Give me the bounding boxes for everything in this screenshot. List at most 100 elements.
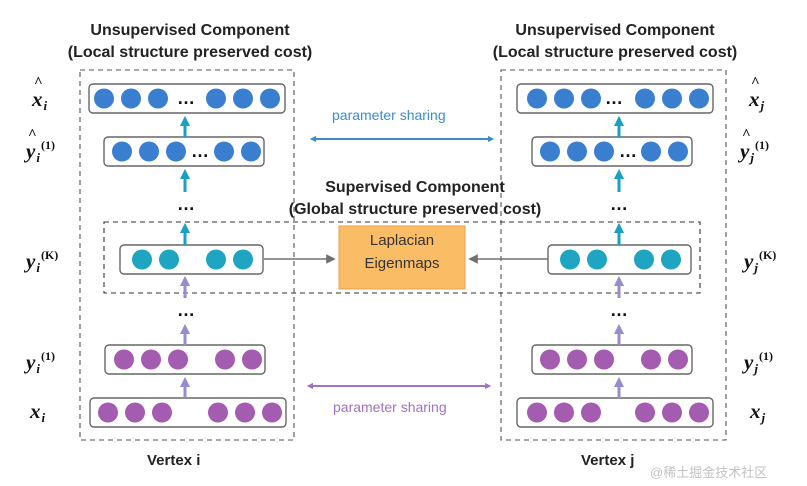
left-yhat1-node-5 (241, 141, 261, 162)
right-xhat-node-3 (581, 88, 601, 109)
right-x-node-4 (635, 402, 655, 423)
right-y1-node-2 (567, 349, 587, 370)
supervised-subtitle: (Global structure preserved cost) (288, 201, 542, 218)
right-x-node-5 (662, 402, 682, 423)
laplacian-box (338, 225, 466, 290)
right-xhat-label: xj (749, 75, 765, 114)
right-title: Unsupervised Component (515, 22, 715, 39)
top-sharing-label: parameter sharing (332, 107, 446, 123)
left-y1-label: yi(1) (26, 349, 55, 377)
left-xhat-label: xi (32, 75, 48, 114)
right-x-node-2 (554, 402, 574, 423)
left-upper-gap-ellipsis: … (177, 194, 195, 214)
left-xhat-node-1 (94, 88, 114, 109)
left-title: Unsupervised Component (90, 22, 290, 39)
right-xhat-ellipsis: … (605, 88, 623, 108)
right-yK-node-1 (560, 249, 580, 270)
laplacian-label: Laplacian Eigenmaps (339, 229, 465, 275)
left-x-node-2 (125, 402, 145, 423)
right-subtitle: (Local structure preserved cost) (492, 44, 738, 61)
left-x-node-1 (98, 402, 118, 423)
right-x-symbol: x (750, 399, 761, 423)
right-xhat-node-2 (554, 88, 574, 109)
left-y1-node-3 (168, 349, 188, 370)
left-xhat-ellipsis: … (177, 88, 195, 108)
right-y1-label: yj(1) (744, 349, 773, 377)
right-xhat-node-4 (635, 88, 655, 109)
left-x-node-6 (262, 402, 282, 423)
left-xhat-layer (88, 83, 286, 114)
left-yK-layer (119, 244, 264, 275)
right-xhat-node-1 (527, 88, 547, 109)
left-yK-node-2 (159, 249, 179, 270)
left-subtitle: (Local structure preserved cost) (67, 44, 313, 61)
left-y1-sup: (1) (40, 349, 55, 363)
supervised-band (103, 221, 701, 294)
right-x-label: xj (750, 399, 765, 426)
left-yhat1-node-4 (214, 141, 234, 162)
left-y1-sub: i (36, 361, 40, 376)
left-xhat-node-3 (148, 88, 168, 109)
right-y1-node-3 (594, 349, 614, 370)
right-x-sub: j (761, 410, 766, 425)
left-x-node-5 (235, 402, 255, 423)
left-x-label: xi (30, 399, 45, 426)
right-yhat-sub: j (750, 150, 754, 165)
right-yK-symbol: y (744, 249, 754, 273)
supervised-title: Supervised Component (325, 179, 505, 196)
right-y1-node-1 (540, 349, 560, 370)
right-x-node-3 (581, 402, 601, 423)
right-yK-sub: j (754, 260, 758, 275)
left-x-node-3 (152, 402, 172, 423)
right-xhat-symbol: x (749, 75, 760, 112)
right-yK-sup: (K) (758, 248, 777, 262)
supervised-header: Supervised Component (Global structure p… (250, 177, 580, 221)
right-yK-node-2 (587, 249, 607, 270)
left-y1-node-4 (215, 349, 235, 370)
left-vertex-frame (79, 69, 295, 441)
right-yhat1-node-4 (641, 141, 661, 162)
left-yhat-sup: (1) (40, 138, 55, 152)
node-group (94, 88, 709, 423)
left-xhat-symbol: x (32, 75, 43, 112)
left-yK-sup: (K) (40, 248, 59, 262)
left-yhat-sub: i (36, 150, 40, 165)
right-lower-gap-ellipsis: … (610, 300, 628, 320)
left-y1-node-1 (114, 349, 134, 370)
right-y1-node-5 (668, 349, 688, 370)
left-yhat1-node-3 (166, 141, 186, 162)
right-header: Unsupervised Component (Local structure … (460, 20, 770, 64)
right-yhat1-node-3 (594, 141, 614, 162)
left-yK-node-3 (206, 249, 226, 270)
laplacian-line2: Eigenmaps (364, 255, 440, 272)
left-y1-node-5 (242, 349, 262, 370)
left-yhat1-node-2 (139, 141, 159, 162)
right-y1-symbol: y (744, 350, 754, 374)
right-yhat1-label: yj(1) (740, 127, 769, 166)
right-yhat-symbol: y (740, 127, 751, 164)
left-xhat-sub: i (43, 98, 48, 113)
right-yK-node-3 (634, 249, 654, 270)
left-xhat-node-2 (121, 88, 141, 109)
left-x-node-4 (208, 402, 228, 423)
left-vertex-label: Vertex i (147, 452, 201, 469)
right-y1-node-4 (641, 349, 661, 370)
left-yK-sub: i (36, 260, 40, 275)
right-xhat-sub: j (760, 98, 765, 113)
left-lower-gap-ellipsis: … (177, 300, 195, 320)
left-xhat-node-4 (206, 88, 226, 109)
left-y1-node-2 (141, 349, 161, 370)
left-yhat1-ellipsis: … (191, 141, 209, 161)
left-yK-node-1 (132, 249, 152, 270)
left-yK-symbol: y (26, 249, 36, 273)
bottom-sharing-label: parameter sharing (333, 399, 447, 415)
left-yK-label: yi(K) (26, 248, 58, 276)
right-yhat-sup: (1) (754, 138, 769, 152)
left-y1-symbol: y (26, 350, 36, 374)
right-xhat-node-5 (662, 88, 682, 109)
right-y1-sub: j (754, 361, 758, 376)
right-yhat1-node-5 (668, 141, 688, 162)
watermark: @稀土掘金技术社区 (650, 465, 768, 480)
right-yK-label: yj(K) (744, 248, 776, 276)
